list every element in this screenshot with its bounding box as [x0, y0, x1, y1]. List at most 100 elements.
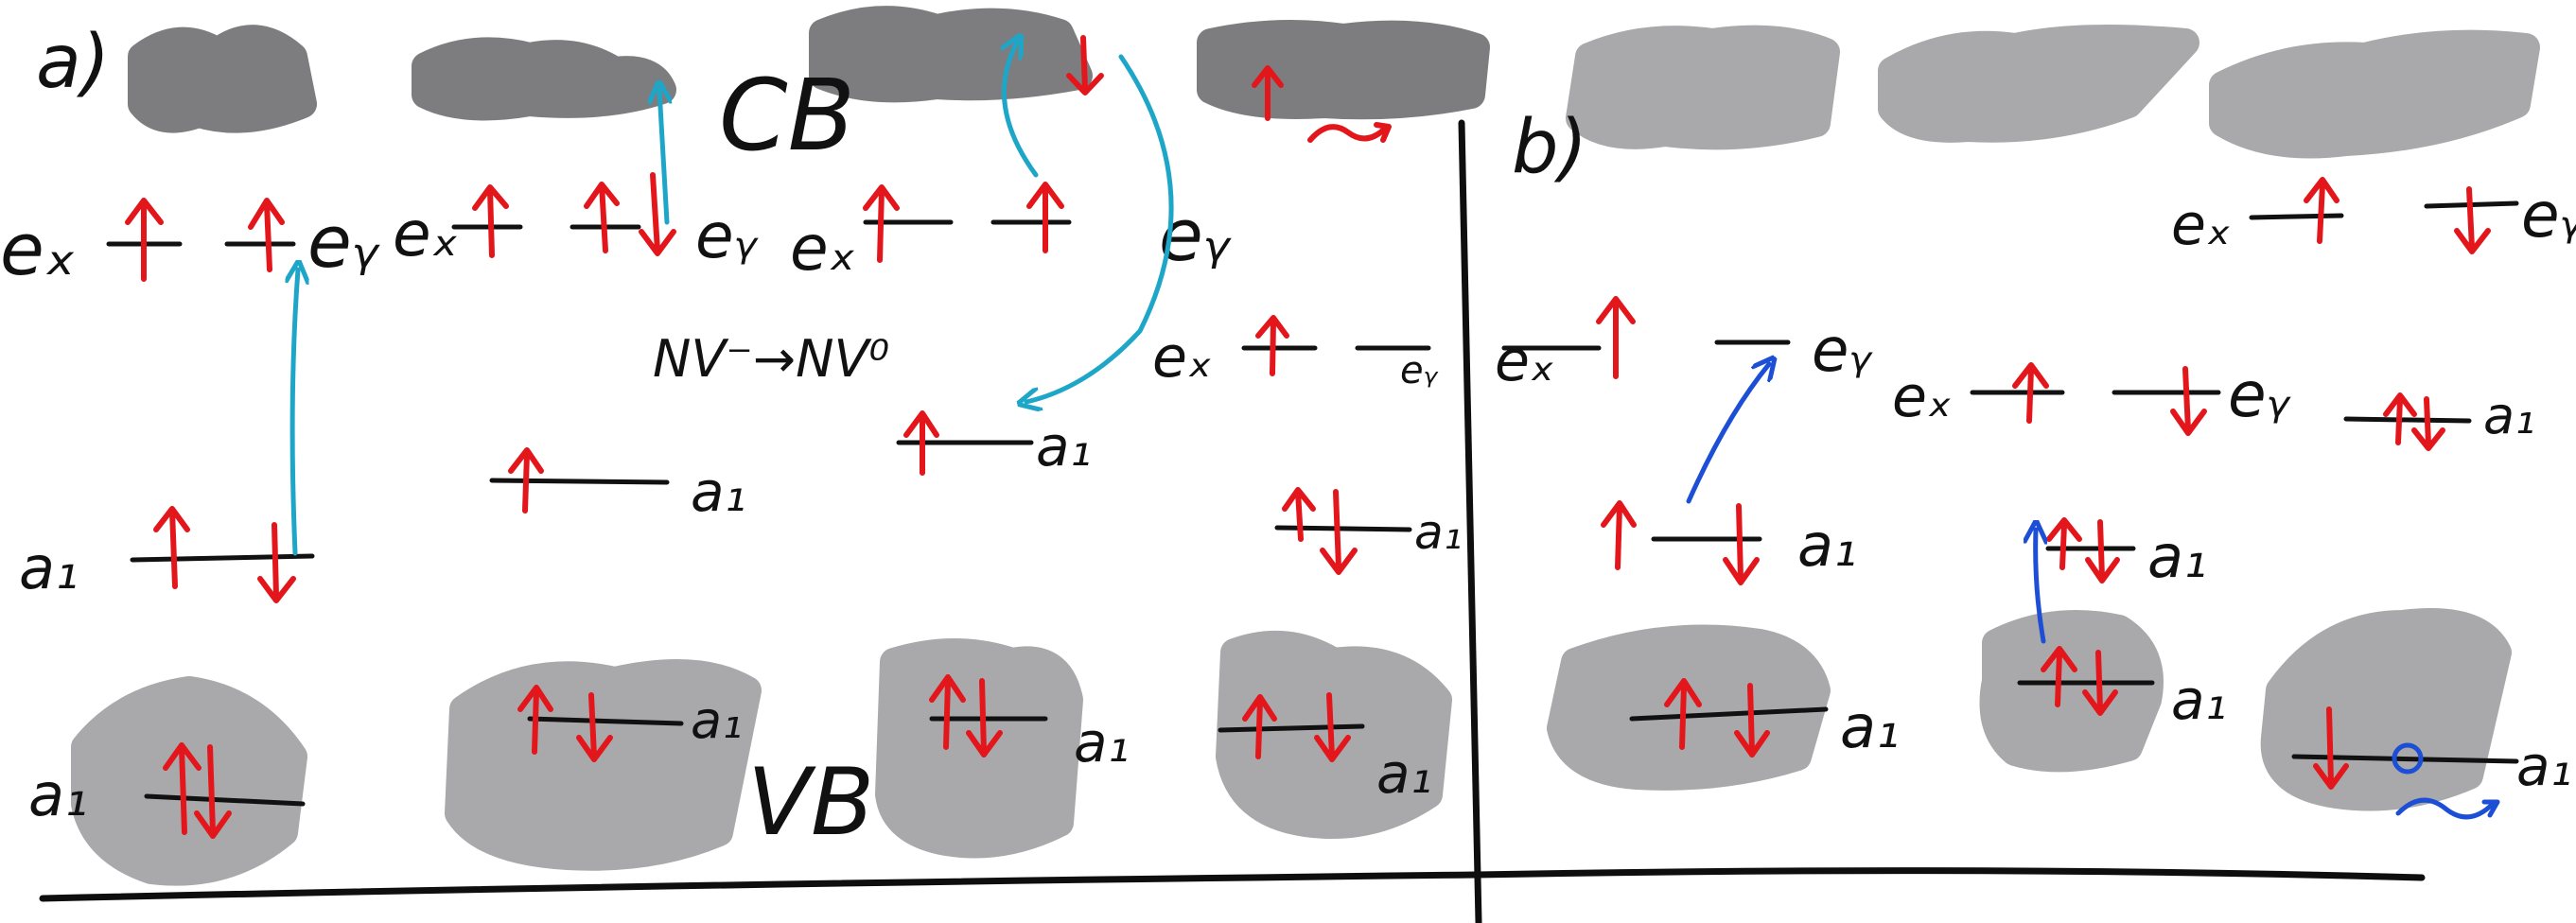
ex-label-b1: eₓ [1495, 328, 1555, 394]
spin-up [2383, 392, 2417, 445]
level-a1-b0 [2343, 416, 2472, 424]
spin-up [1255, 315, 1289, 376]
orbital-labels-b: eₓ eᵧ eₓ eᵧ eₓ eᵧ a₁ a₁ a₁ a₁ a₁ a₁ [1495, 179, 2576, 798]
ex-label-b3: eₓ [2171, 192, 2232, 258]
a1-vb-label-4: a₁ [1376, 741, 1432, 806]
spin-down [639, 172, 676, 256]
excitation-arrow [659, 90, 667, 225]
vb-label: VB [747, 749, 874, 857]
wavy-emission [1307, 122, 1392, 143]
valence-band-shading [71, 608, 2512, 886]
baseline-axis [39, 867, 2426, 902]
spin-up [472, 184, 509, 258]
spin-up [248, 198, 285, 272]
spin-up [1664, 678, 1702, 750]
spin-down [576, 692, 613, 762]
spin-down [2082, 650, 2118, 716]
excitation-arrow [1686, 364, 1769, 504]
vb-blob-4 [1216, 631, 1452, 839]
spin-down [1066, 35, 1104, 96]
spin-up [2304, 177, 2339, 244]
cb-blob-4 [1197, 20, 1490, 120]
panel-b-label: b) [1512, 105, 1587, 190]
spin-up [2046, 517, 2082, 570]
a1-label-4: a₁ [1414, 505, 1463, 560]
spin-down [194, 744, 232, 839]
a1-label-1: a₁ [19, 533, 79, 602]
cb-blob-7 [2209, 29, 2540, 159]
panel-a-label: a) [36, 20, 110, 105]
conduction-band-shading-b [1566, 25, 2540, 159]
spin-up [2041, 646, 2077, 707]
spin-up [125, 198, 164, 282]
spin-up [517, 685, 553, 755]
level-a1-vb-4 [1218, 723, 1365, 733]
level-ex-b3 [2249, 213, 2344, 220]
spin-up [1026, 182, 1064, 253]
electron-spins [125, 35, 2491, 839]
level-a1-vb-1 [144, 793, 306, 807]
ey-label-b3: eᵧ [2521, 179, 2576, 252]
panel-divider [1458, 119, 1482, 923]
spin-up [903, 410, 939, 476]
cb-blob-6 [1878, 25, 2199, 143]
level-a1-vb-2 [527, 716, 684, 726]
level-a1-vb-b1 [1629, 706, 1829, 722]
spin-down [2411, 396, 2445, 451]
orbital-labels-a: eₓ eᵧ eₓ eᵧ eₓ eᵧ eₓ eᵧ a₁ a₁ a₁ a₁ a₁ a… [0, 193, 1463, 829]
vb-blob-6 [1979, 610, 2164, 773]
ex-label-b2: eₓ [1892, 364, 1953, 430]
spin-down [1320, 489, 1358, 575]
cb-blob-2 [412, 37, 676, 121]
spin-down [966, 678, 1003, 758]
spin-up [584, 182, 620, 253]
spin-up [1601, 500, 1637, 570]
a1-label-b2: a₁ [2147, 522, 2207, 591]
a1-label-2: a₁ [691, 460, 746, 524]
vb-blob-7 [2260, 608, 2512, 811]
spin-up [508, 447, 544, 514]
cb-blob-3 [809, 6, 1093, 103]
a1-label-3: a₁ [1036, 414, 1092, 479]
spin-down [2313, 706, 2349, 790]
a1-vb-label-b2: a₁ [2171, 668, 2227, 732]
spin-down [1734, 683, 1770, 758]
spin-up [153, 506, 190, 589]
ex-label-4: eₓ [1152, 324, 1213, 391]
spin-down [2454, 186, 2491, 254]
a1-vb-label-2: a₁ [691, 690, 743, 750]
relaxation-arrow [1026, 54, 1174, 402]
a1-label-b1: a₁ [1797, 511, 1857, 580]
a1-vb-label-3: a₁ [1074, 710, 1130, 775]
ex-label-1: eₓ [0, 207, 77, 291]
spin-up [2012, 362, 2049, 424]
excitation-arrow [2036, 530, 2043, 644]
level-a1-4 [1274, 525, 1412, 532]
cb-blob-5 [1566, 25, 1840, 150]
excitation-arrow [1004, 43, 1039, 178]
ey-label-4: eᵧ [1400, 349, 1439, 392]
spin-up [163, 742, 202, 835]
wavy-emission [2395, 797, 2500, 820]
ey-label-b1: eᵧ [1812, 316, 1873, 386]
spin-down [1723, 503, 1760, 585]
spin-up [1242, 694, 1277, 759]
level-a1-2 [489, 478, 670, 485]
hole-circle [2392, 742, 2424, 775]
a1-label-b0: a₁ [2483, 386, 2535, 445]
ey-label-2: eᵧ [695, 200, 760, 272]
cb-blob-1 [128, 25, 317, 133]
spin-up [1252, 65, 1284, 121]
ey-label-b2: eᵧ [2228, 358, 2292, 431]
nv-conversion-label: NV⁻→NV⁰ [653, 329, 889, 389]
excitation-arrow [292, 270, 298, 556]
spin-down [257, 522, 296, 603]
ex-label-3: eₓ [790, 212, 856, 285]
ex-label-2: eₓ [393, 198, 459, 270]
a1-vb-label-1: a₁ [28, 760, 88, 829]
a1-vb-label-b1: a₁ [1840, 692, 1900, 761]
ey-label-1: eᵧ [307, 200, 381, 284]
spin-up [929, 674, 966, 750]
level-a1-1 [130, 553, 315, 563]
